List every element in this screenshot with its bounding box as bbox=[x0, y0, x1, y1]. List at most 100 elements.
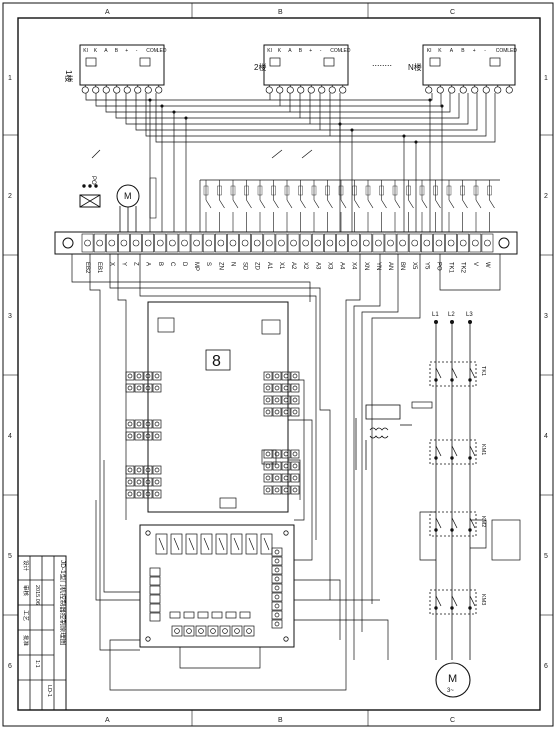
connector-pin bbox=[134, 383, 144, 393]
module-terminal bbox=[436, 86, 444, 94]
terminal-screw bbox=[108, 239, 116, 247]
connector-screw bbox=[136, 373, 142, 379]
field-tag-box bbox=[487, 185, 492, 196]
bus-line bbox=[95, 93, 442, 107]
relay-side-terminal bbox=[271, 592, 283, 602]
field-tag-box bbox=[244, 185, 249, 196]
contactor-frame bbox=[429, 439, 477, 465]
connector-pin bbox=[152, 371, 162, 381]
terminal-screw bbox=[350, 239, 358, 247]
seven-segment-display: 8 bbox=[212, 353, 221, 370]
controller-board: 8 bbox=[147, 301, 289, 513]
connector-screw bbox=[274, 475, 280, 481]
zone-right-4: 4 bbox=[544, 433, 548, 440]
relay-left-terminal bbox=[149, 603, 161, 613]
zone-right-2: 2 bbox=[544, 193, 548, 200]
zone-left-5: 5 bbox=[8, 553, 12, 560]
relay-side-terminal bbox=[271, 565, 283, 575]
connector-screw bbox=[136, 433, 142, 439]
zone-top-b: B bbox=[278, 9, 283, 16]
field-tag-box bbox=[230, 185, 236, 196]
connector-screw bbox=[145, 433, 151, 439]
connector-pin bbox=[290, 371, 300, 381]
terminal-label: X bbox=[108, 262, 114, 266]
terminal-cell bbox=[348, 233, 361, 253]
connector-screw bbox=[127, 385, 133, 391]
connector-screw bbox=[292, 487, 298, 493]
module-terminal bbox=[276, 86, 284, 94]
field-tag-box bbox=[217, 185, 222, 196]
phase-l1: L1 bbox=[432, 312, 439, 318]
connector-pin bbox=[152, 477, 162, 487]
terminal-screw bbox=[156, 239, 164, 247]
terminal-screw bbox=[229, 239, 237, 247]
bus-junction bbox=[184, 116, 188, 120]
module-terminal bbox=[134, 86, 142, 94]
zone-left-1: 1 bbox=[8, 75, 12, 82]
connector-screw bbox=[145, 385, 151, 391]
tb-date: 2015.06 bbox=[34, 585, 40, 605]
connector-pin bbox=[281, 449, 291, 459]
relay-left-terminal bbox=[149, 612, 161, 622]
relay-contact bbox=[263, 537, 270, 551]
connector-screw bbox=[283, 385, 289, 391]
terminal-label: ZN bbox=[217, 262, 223, 270]
reversing-link bbox=[419, 511, 521, 561]
terminal-screw bbox=[120, 239, 128, 247]
connector-screw bbox=[283, 463, 289, 469]
zone-left-3: 3 bbox=[8, 313, 12, 320]
connector-screw bbox=[127, 479, 133, 485]
connector-screw bbox=[145, 479, 151, 485]
relay-module bbox=[155, 533, 168, 555]
terminal-cell bbox=[311, 233, 324, 253]
connector-pin bbox=[134, 431, 144, 441]
switch-contact bbox=[327, 199, 333, 209]
terminal-cell bbox=[408, 233, 421, 253]
connector-screw bbox=[274, 463, 280, 469]
terminal-label: YN bbox=[375, 262, 381, 270]
contactor-terminal bbox=[434, 456, 438, 460]
module-pin-label: B bbox=[299, 48, 303, 54]
contactor-frame bbox=[429, 511, 477, 537]
terminal-screw bbox=[96, 239, 103, 247]
zone-right-3: 3 bbox=[544, 313, 548, 320]
terminal-cell bbox=[142, 233, 155, 253]
module-terminal bbox=[144, 86, 152, 94]
module-pin-label: + bbox=[309, 48, 312, 54]
connector-screw bbox=[283, 451, 289, 457]
terminal-label: A4 bbox=[339, 262, 345, 270]
terminal-cell bbox=[214, 233, 227, 253]
terminal-screw bbox=[278, 239, 285, 247]
module-pin-label: COM bbox=[496, 48, 508, 54]
switch-contact bbox=[286, 199, 293, 209]
relay-module bbox=[185, 533, 198, 555]
terminal-label: Z bbox=[133, 262, 139, 266]
connector-pin bbox=[290, 485, 300, 495]
connector-screw bbox=[274, 451, 280, 457]
module-terminal bbox=[297, 86, 305, 94]
bus-junction bbox=[160, 104, 164, 108]
connector-pin bbox=[272, 383, 282, 393]
tb-code: LD-1 bbox=[46, 685, 52, 697]
connector-pin bbox=[263, 473, 273, 483]
connector-screw bbox=[154, 491, 160, 497]
module-pin-label: B bbox=[115, 48, 119, 54]
terminal-strip bbox=[54, 231, 518, 255]
connector-pin bbox=[125, 489, 135, 499]
terminal-screw bbox=[338, 239, 346, 247]
relay-terminal-screw bbox=[246, 628, 252, 634]
field-switches bbox=[203, 180, 495, 232]
connector-pin bbox=[272, 395, 282, 405]
module-pin-label: KI bbox=[83, 48, 88, 54]
contactor-terminal bbox=[450, 606, 454, 610]
field-tag-box bbox=[338, 185, 344, 196]
connector-pin bbox=[125, 383, 135, 393]
connector-screw bbox=[283, 409, 289, 415]
floor-module-n-label: N楼 bbox=[408, 62, 422, 72]
terminal-cell bbox=[372, 233, 385, 253]
terminal-cell bbox=[251, 233, 264, 253]
field-tag-box bbox=[446, 185, 452, 196]
connector-screw bbox=[265, 373, 271, 379]
